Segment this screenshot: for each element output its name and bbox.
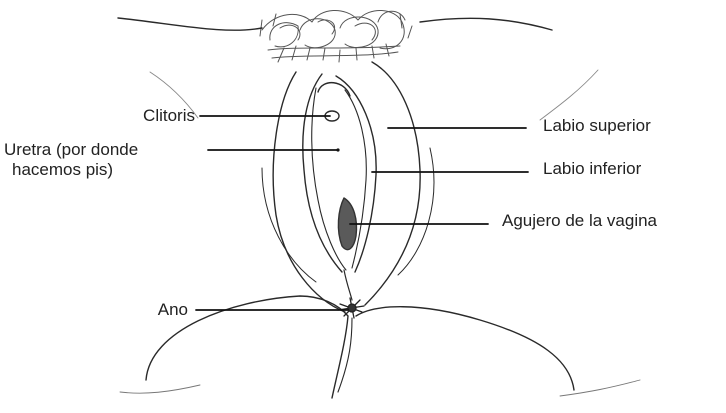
urethra-dot [336,148,339,151]
label-uretra-line1: Uretra (por donde [4,140,138,159]
right-buttock-line [356,307,574,390]
label-clitoris: Clitoris [140,106,195,126]
pubic-hair-drawing [260,10,412,62]
label-labio-superior: Labio superior [543,116,651,136]
label-uretra-line2: hacemos pis) [4,160,204,180]
inner-labia-left [303,74,342,272]
label-labio-inferior: Labio inferior [543,159,641,179]
outer-labia-right [365,62,420,305]
label-uretra: Uretra (por donde hacemos pis) [4,140,204,180]
label-agujero-vagina: Agujero de la vagina [502,211,657,231]
clitoral-hood [318,83,350,96]
anus-drawing [338,298,364,318]
left-thigh-line [118,18,262,30]
label-ano: Ano [130,300,188,320]
right-thigh-line [420,18,552,30]
